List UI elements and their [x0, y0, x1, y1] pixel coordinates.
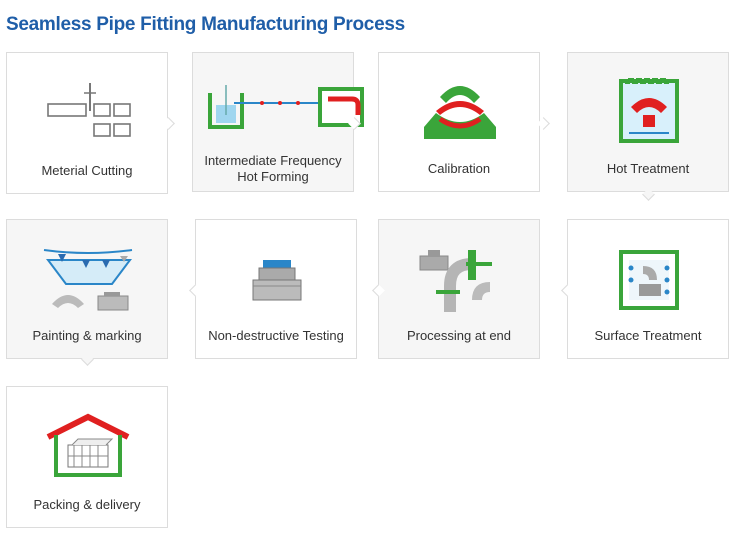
step-card-surface-treatment: Surface Treatment — [567, 219, 729, 359]
step-label: Painting & marking — [32, 328, 142, 343]
step-card-packing: Packing & delivery — [6, 386, 168, 528]
material-cutting-icon — [47, 83, 131, 137]
packing-icon — [46, 413, 130, 477]
step-card-processing-end: Processing at end — [378, 219, 540, 359]
step-card-calibration: Calibration — [378, 52, 540, 192]
step-label: Surface Treatment — [594, 328, 702, 343]
step-card-hot-forming: Intermediate Frequency Hot Forming — [192, 52, 364, 192]
processing-end-icon — [419, 250, 492, 312]
hot-treatment-icon — [619, 78, 679, 143]
step-card-ndt: Non-destructive Testing — [195, 219, 357, 359]
step-label: Meterial Cutting — [41, 163, 133, 178]
step-label: Intermediate Frequency Hot Forming — [204, 153, 342, 184]
step-card-hot-treatment: Hot Treatment — [567, 52, 729, 192]
ndt-icon — [252, 260, 302, 301]
hot-forming-icon — [208, 85, 364, 129]
step-label: Non-destructive Testing — [208, 328, 344, 343]
step-card-material-cutting: Meterial Cutting — [6, 52, 168, 194]
painting-icon — [43, 249, 133, 311]
step-label: Calibration — [427, 161, 491, 176]
step-card-painting: Painting & marking — [6, 219, 168, 359]
step-label: Hot Treatment — [606, 161, 690, 176]
page-title: Seamless Pipe Fitting Manufacturing Proc… — [6, 14, 405, 35]
calibration-icon — [424, 86, 496, 139]
step-label: Processing at end — [406, 328, 512, 343]
step-label: Packing & delivery — [33, 497, 141, 512]
surface-treatment-icon — [619, 250, 679, 310]
